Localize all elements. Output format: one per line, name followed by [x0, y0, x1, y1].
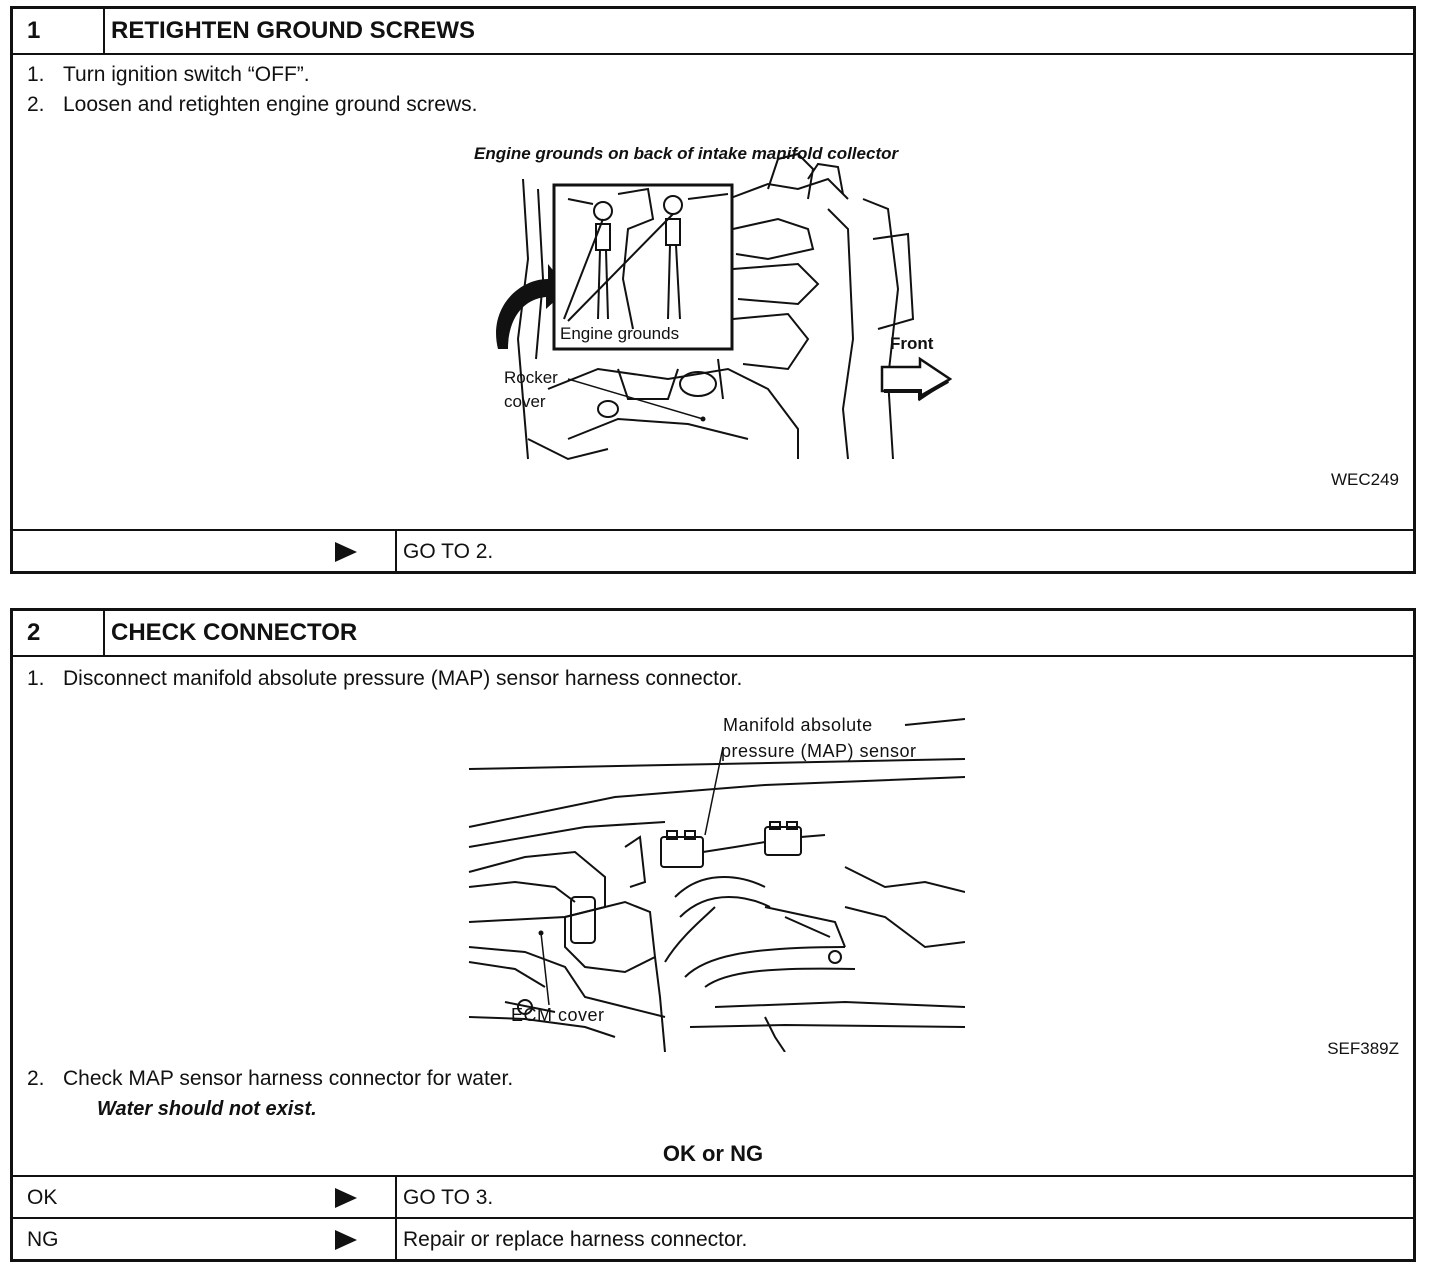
ecm-cover-label: ECM cover [511, 1005, 605, 1025]
map-sensor-figure: Manifold absolute pressure (MAP) sensor [468, 715, 965, 1052]
map-sensor-label-line-1: Manifold absolute [723, 715, 873, 735]
front-label: Front [890, 334, 934, 353]
result-row-ok: OK GO TO 3. [13, 1175, 1413, 1219]
step-title: CHECK CONNECTOR [111, 619, 358, 646]
instruction-number: 1. [27, 63, 45, 86]
curved-arrow-icon [496, 264, 568, 349]
result-condition: OK [27, 1186, 58, 1209]
leader-dot [700, 416, 706, 422]
box-1-header: 1 RETIGHTEN GROUND SCREWS [13, 9, 1413, 55]
instruction-text: Turn ignition switch “OFF”. [63, 63, 310, 86]
map-sensor-leader-line [704, 746, 724, 836]
procedure-box-2: 2 CHECK CONNECTOR 1. Disconnect manifold … [10, 608, 1416, 1262]
header-divider [103, 611, 105, 655]
ground-terminals-sketch [563, 187, 729, 330]
result-arrow-icon [335, 1188, 357, 1208]
step-number: 1 [27, 17, 41, 44]
instruction-2: 2. Loosen and retighten engine ground scr… [27, 93, 477, 117]
figure-code: SEF389Z [1327, 1039, 1399, 1058]
rocker-cover-label-line-2: cover [504, 392, 546, 411]
instruction-1: 1. Disconnect manifold absolute pressure … [27, 667, 742, 691]
step-title: RETIGHTEN GROUND SCREWS [111, 17, 476, 44]
result-condition: NG [27, 1228, 59, 1251]
figure-code: WEC249 [1330, 470, 1399, 489]
figure-caption: Engine grounds on back of intake manifol… [474, 144, 899, 163]
header-divider [103, 9, 105, 53]
map-sensor-label-line-2: pressure (MAP) sensor [721, 741, 917, 761]
engine-grounds-label: Engine grounds [560, 324, 679, 343]
result-action: GO TO 2. [403, 540, 494, 563]
result-action: GO TO 3. [403, 1186, 494, 1209]
result-divider [395, 1219, 397, 1261]
front-arrow-shadow [884, 379, 949, 401]
result-arrow-icon [335, 1230, 357, 1250]
result-row-ng: NG Repair or replace harness connector. [13, 1217, 1413, 1261]
engine-grounds-figure: Engine grounds on back of intake manifol… [474, 144, 953, 461]
procedure-box-1: 1 RETIGHTEN GROUND SCREWS 1. Turn ignitio… [10, 6, 1416, 574]
instruction-number: 2. [27, 1067, 45, 1090]
result-arrow-icon [335, 542, 357, 562]
rocker-cover-leader-line [567, 378, 704, 420]
result-divider [395, 1177, 397, 1219]
instruction-text: Check MAP sensor harness connector for w… [63, 1067, 514, 1090]
instruction-2: 2. Check MAP sensor harness connector for… [27, 1067, 513, 1091]
engine-bay-sketch [468, 718, 965, 1052]
expected-result-note: Water should not exist. [97, 1098, 317, 1120]
instruction-number: 1. [27, 667, 45, 690]
rocker-cover-label-line-1: Rocker [504, 368, 558, 387]
ecm-cover-leader-line [540, 932, 550, 1006]
result-divider [395, 531, 397, 573]
instruction-1: 1. Turn ignition switch “OFF”. [27, 63, 310, 87]
result-action: Repair or replace harness connector. [403, 1228, 748, 1251]
step-number: 2 [27, 619, 41, 646]
ok-or-ng-heading: OK or NG [662, 1141, 764, 1166]
instruction-text: Loosen and retighten engine ground screw… [63, 93, 478, 116]
instruction-number: 2. [27, 93, 45, 116]
result-row: GO TO 2. [13, 529, 1413, 573]
instruction-text: Disconnect manifold absolute pressure (M… [63, 667, 743, 690]
box-2-header: 2 CHECK CONNECTOR [13, 611, 1413, 657]
engine-sketch [516, 152, 915, 461]
leader-dot [538, 930, 544, 936]
